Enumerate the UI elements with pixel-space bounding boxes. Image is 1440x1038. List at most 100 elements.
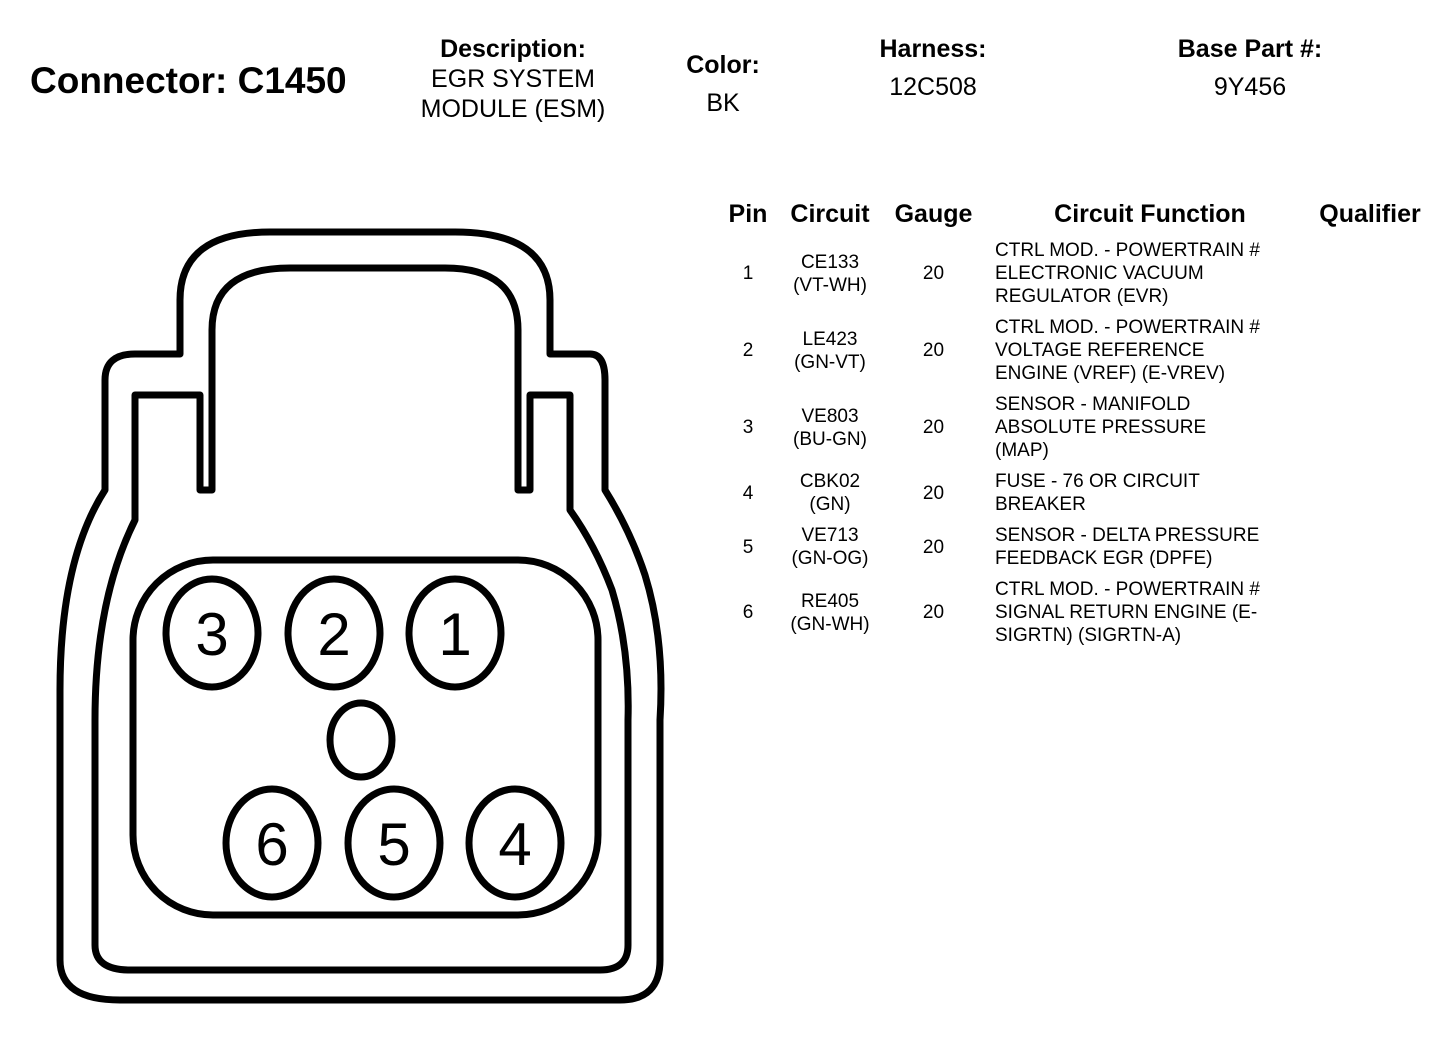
function-line: FEEDBACK EGR (DPFE) xyxy=(995,548,1213,569)
connector-face-diagram: 3 2 1 6 5 4 xyxy=(56,228,665,1004)
color-label: Color: xyxy=(686,51,760,79)
key-hole xyxy=(326,699,396,781)
function-line: CTRL MOD. - POWERTRAIN # xyxy=(995,240,1260,261)
header-gauge: Gauge xyxy=(894,200,973,228)
pin-3-number: 3 xyxy=(195,601,228,668)
pin-cavity-face xyxy=(129,556,602,919)
circuit-color: (GN-WH) xyxy=(790,613,870,635)
circuit-id: VE713 xyxy=(801,525,859,546)
base-part-value: 9Y456 xyxy=(1213,73,1287,101)
header-qualifier: Qualifier xyxy=(1319,200,1421,228)
circuit-id: VE803 xyxy=(801,405,859,427)
housing-inner-outline xyxy=(91,264,632,974)
circuit-color: (BU-GN) xyxy=(793,428,867,450)
table-row: 4 CBK02 (GN) 20 FUSE - 76 OR CIRCUIT BRE… xyxy=(712,470,1435,524)
row-qualifier xyxy=(1305,524,1435,578)
function-line: BREAKER xyxy=(995,494,1086,515)
row-pin: 6 xyxy=(742,602,754,623)
row-pin: 1 xyxy=(742,263,754,284)
row-circuit: CBK02 (GN) xyxy=(784,470,876,524)
row-function: SENSOR - MANIFOLD ABSOLUTE PRESSURE (MAP… xyxy=(991,393,1305,470)
description-block: Description: EGR SYSTEM MODULE (ESM) xyxy=(388,34,638,124)
row-gauge: 20 xyxy=(922,536,945,558)
function-line: (MAP) xyxy=(995,440,1049,461)
row-qualifier xyxy=(1305,239,1435,316)
row-pin: 4 xyxy=(742,482,754,504)
description-line-2: MODULE (ESM) xyxy=(420,95,606,123)
function-line: ELECTRONIC VACUUM xyxy=(995,263,1204,284)
function-line: ENGINE (VREF) (E-VREV) xyxy=(995,363,1226,384)
function-line: SENSOR - MANIFOLD xyxy=(995,394,1191,415)
header-circuit: Circuit xyxy=(790,200,870,228)
row-gauge: 20 xyxy=(922,340,945,361)
function-line: CTRL MOD. - POWERTRAIN # xyxy=(995,579,1260,600)
row-gauge: 20 xyxy=(922,482,945,504)
circuit-color: (GN-OG) xyxy=(791,548,869,569)
header-pin: Pin xyxy=(728,200,768,228)
pin-table-header: Pin Circuit Gauge Circuit Function Quali… xyxy=(712,200,1435,239)
base-part-label: Base Part #: xyxy=(1177,35,1323,63)
row-function: CTRL MOD. - POWERTRAIN # SIGNAL RETURN E… xyxy=(991,578,1305,655)
row-circuit: VE713 (GN-OG) xyxy=(784,524,876,578)
function-line: REGULATOR (EVR) xyxy=(995,286,1169,307)
row-gauge: 20 xyxy=(922,263,945,284)
row-qualifier xyxy=(1305,316,1435,393)
pin-1-circle xyxy=(405,575,505,691)
table-row: 5 VE713 (GN-OG) 20 SENSOR - DELTA PRESSU… xyxy=(712,524,1435,578)
row-gauge: 20 xyxy=(922,602,945,623)
pin-4-circle xyxy=(465,785,565,901)
function-line: CTRL MOD. - POWERTRAIN # xyxy=(995,317,1260,338)
description-label: Description: xyxy=(440,35,586,63)
row-circuit: LE423 (GN-VT) xyxy=(784,316,876,393)
row-circuit: RE405 (GN-WH) xyxy=(784,578,876,655)
harness-label: Harness: xyxy=(879,35,987,63)
pin-2-number: 2 xyxy=(317,601,350,668)
pin-1-number: 1 xyxy=(438,601,471,668)
function-line: ABSOLUTE PRESSURE xyxy=(995,417,1207,438)
function-line: VOLTAGE REFERENCE xyxy=(995,340,1205,361)
row-function: CTRL MOD. - POWERTRAIN # VOLTAGE REFEREN… xyxy=(991,316,1305,393)
housing-outer-outline xyxy=(56,228,665,1004)
circuit-color: (GN) xyxy=(809,494,851,515)
row-pin: 3 xyxy=(742,417,754,438)
circuit-id: CE133 xyxy=(800,251,860,273)
description-line-1: EGR SYSTEM xyxy=(431,65,595,93)
function-line: SIGRTN) (SIGRTN-A) xyxy=(995,625,1182,646)
pin-2-circle xyxy=(284,575,384,691)
pin-3-circle xyxy=(162,575,262,691)
table-row: 3 VE803 (BU-GN) 20 SENSOR - MANIFOLD ABS… xyxy=(712,393,1435,470)
circuit-color: (VT-WH) xyxy=(793,274,867,296)
table-row: 2 LE423 (GN-VT) 20 CTRL MOD. - POWERTRAI… xyxy=(712,316,1435,393)
row-function: CTRL MOD. - POWERTRAIN # ELECTRONIC VACU… xyxy=(991,239,1305,316)
base-part-block: Base Part #: 9Y456 xyxy=(1140,34,1360,102)
harness-block: Harness: 12C508 xyxy=(833,34,1033,102)
function-line: FUSE - 76 OR CIRCUIT xyxy=(995,471,1200,492)
pin-6-circle xyxy=(222,785,322,901)
pin-5-number: 5 xyxy=(377,811,410,878)
table-row: 6 RE405 (GN-WH) 20 CTRL MOD. - POWERTRAI… xyxy=(712,578,1435,655)
table-row: 1 CE133 (VT-WH) 20 CTRL MOD. - POWERTRAI… xyxy=(712,239,1435,316)
pin-table: Pin Circuit Gauge Circuit Function Quali… xyxy=(712,200,1435,655)
function-line: SENSOR - DELTA PRESSURE xyxy=(995,525,1260,546)
harness-value: 12C508 xyxy=(889,73,977,101)
row-function: FUSE - 76 OR CIRCUIT BREAKER xyxy=(991,470,1305,524)
pin-5-circle xyxy=(344,785,444,901)
function-line: SIGNAL RETURN ENGINE (E- xyxy=(995,602,1258,623)
header-circuit-function: Circuit Function xyxy=(1054,200,1246,228)
pin-4-number: 4 xyxy=(498,811,531,878)
row-qualifier xyxy=(1305,393,1435,470)
row-circuit: CE133 (VT-WH) xyxy=(784,239,876,316)
circuit-id: CBK02 xyxy=(799,471,861,492)
circuit-id: LE423 xyxy=(802,328,858,350)
row-circuit: VE803 (BU-GN) xyxy=(784,393,876,470)
circuit-color: (GN-VT) xyxy=(794,351,866,373)
color-block: Color: BK xyxy=(668,50,778,118)
row-qualifier xyxy=(1305,470,1435,524)
row-pin: 5 xyxy=(742,536,754,558)
pin-6-number: 6 xyxy=(255,811,288,878)
circuit-id: RE405 xyxy=(800,590,860,612)
row-qualifier xyxy=(1305,578,1435,655)
row-pin: 2 xyxy=(742,340,754,361)
color-value: BK xyxy=(706,89,740,117)
connector-title: Connector: C1450 xyxy=(30,60,347,101)
